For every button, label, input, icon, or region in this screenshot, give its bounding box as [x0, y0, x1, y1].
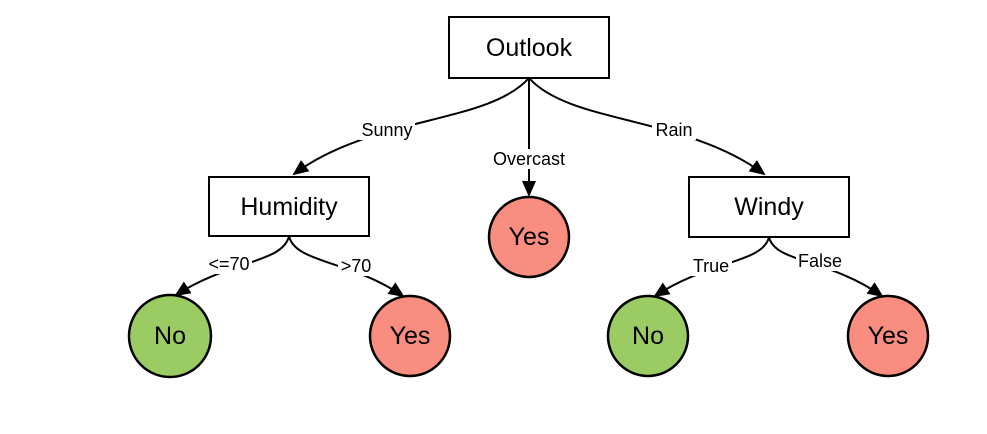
edge-label-text: True — [693, 256, 729, 276]
edge-label-bg — [338, 256, 374, 276]
edge-label-lte70: <=70 — [206, 254, 252, 274]
node-outlook-box — [448, 16, 610, 79]
edge-humidity-yes — [288, 235, 405, 298]
decision-nodes: Outlook Humidity Windy — [208, 16, 850, 238]
node-humidity: Humidity — [208, 176, 370, 237]
leaf-windy-yes-circle — [846, 294, 930, 378]
leaf-overcast-yes-label: Yes — [509, 223, 550, 251]
leaf-overcast-yes-circle — [487, 195, 571, 279]
edge-label-bg — [206, 254, 252, 274]
node-humidity-label: Humidity — [240, 193, 338, 221]
edge-label-text: Sunny — [361, 120, 412, 140]
edge-label-bg — [490, 149, 568, 169]
edge-label-sunny: Sunny — [359, 120, 415, 140]
edge-label-text: <=70 — [208, 254, 249, 274]
node-humidity-box — [208, 176, 370, 237]
edge-outlook-humidity — [292, 77, 530, 176]
edge-label-text: Rain — [655, 120, 692, 140]
leaf-humidity-no-circle — [127, 293, 213, 379]
edge-label-bg — [359, 120, 415, 140]
node-windy-label: Windy — [734, 193, 804, 221]
edge-label-true: True — [690, 256, 732, 276]
node-outlook-label: Outlook — [486, 34, 573, 62]
edge-label-bg — [690, 256, 732, 276]
leaf-humidity-yes-label: Yes — [390, 322, 431, 350]
leaf-nodes: Yes No Yes No Yes — [127, 195, 930, 379]
leaf-windy-yes-label: Yes — [868, 322, 909, 350]
leaf-overcast-yes: Yes — [487, 195, 571, 279]
edge-label-text: >70 — [341, 256, 372, 276]
edge-label-overcast: Overcast — [490, 149, 568, 169]
node-windy: Windy — [688, 176, 850, 238]
node-windy-box — [688, 176, 850, 238]
node-outlook: Outlook — [448, 16, 610, 79]
edge-label-text: False — [798, 251, 842, 271]
leaf-humidity-no-label: No — [154, 322, 186, 350]
leaf-windy-yes: Yes — [846, 294, 930, 378]
leaf-humidity-no: No — [127, 293, 213, 379]
edge-label-bg — [796, 251, 844, 271]
edge-label-false: False — [796, 251, 844, 271]
edge-label-text: Overcast — [493, 149, 565, 169]
edge-label-rain: Rain — [652, 120, 696, 140]
leaf-windy-no-circle — [606, 294, 690, 378]
edge-label-gt70: >70 — [338, 256, 374, 276]
leaf-humidity-yes-circle — [368, 294, 452, 378]
edge-labels: Sunny Overcast Rain <=70 >70 True — [206, 120, 844, 276]
leaf-humidity-yes: Yes — [368, 294, 452, 378]
edge-label-bg — [652, 120, 696, 140]
edge-outlook-windy — [528, 77, 766, 176]
leaf-windy-no-label: No — [632, 322, 664, 350]
leaf-windy-no: No — [606, 294, 690, 378]
